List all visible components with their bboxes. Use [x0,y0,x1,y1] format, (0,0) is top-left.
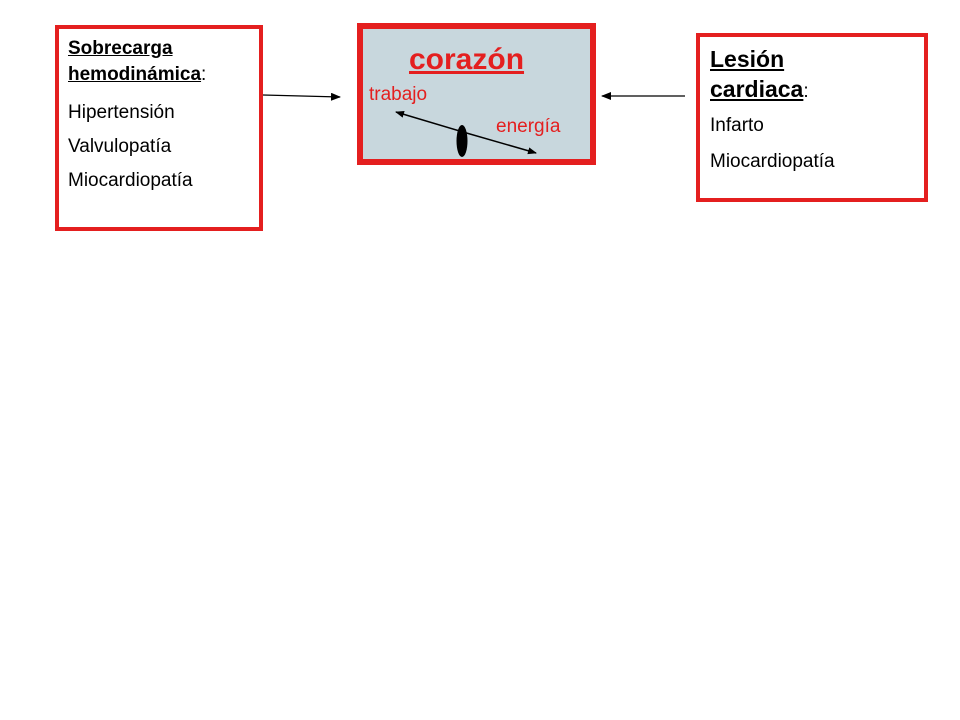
list-item: Infarto [710,115,764,136]
list-item: Miocardiopatía [710,151,835,172]
heading-colon: : [803,81,809,102]
heading-line-1: Lesión [710,46,785,72]
balance-icon [395,110,537,157]
energy-label: energía [496,116,561,137]
cardiac-injury-list: Infarto Miocardiopatía [710,115,924,173]
heading-line-2: cardiaca [710,76,804,102]
list-item: Miocardiopatía [68,170,193,191]
heart-box: corazón trabajo energía [357,23,596,165]
work-label: trabajo [369,84,428,105]
heading-colon: : [201,64,207,85]
cardiac-injury-heading: Lesión cardiaca: [710,44,924,107]
cardiac-injury-box: Lesión cardiaca: Infarto Miocardiopatía [696,33,928,202]
hemodynamic-overload-list: Hipertensión Valvulopatía Miocardiopatía [68,102,259,192]
list-item: Valvulopatía [68,136,172,157]
balance-beam [395,110,464,133]
arrow-left-to-heart [262,92,341,101]
balance-fulcrum [456,125,468,157]
balance-beam [462,131,537,155]
heading-line-1: Sobrecarga [68,38,173,59]
list-item: Hipertensión [68,102,175,123]
hemodynamic-overload-box: Sobrecarga hemodinámica: Hipertensión Va… [55,25,263,231]
heading-line-2: hemodinámica [68,64,202,85]
hemodynamic-overload-heading: Sobrecarga hemodinámica: [68,36,259,88]
heart-title: corazón [409,43,525,76]
